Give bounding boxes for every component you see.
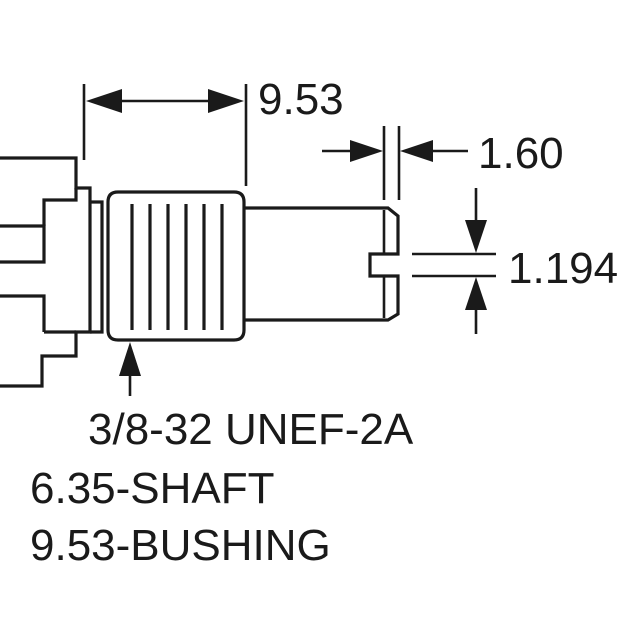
dimension-bushing-length: 9.53: [82, 75, 344, 186]
note-thread: 3/8-32 UNEF-2A: [88, 405, 414, 454]
label-slot-depth: 1.60: [478, 129, 564, 178]
housing: [0, 156, 104, 388]
dimension-slot-width: 1.194: [412, 188, 618, 334]
note-bushing: 9.53-BUSHING: [30, 521, 331, 570]
dimension-slot-depth: 1.60: [322, 126, 564, 200]
thread-leader: [119, 342, 141, 396]
slotted-shaft: [244, 206, 400, 322]
label-slot-width: 1.194: [508, 244, 618, 293]
note-shaft: 6.35-SHAFT: [30, 464, 275, 513]
label-bushing-length: 9.53: [258, 75, 344, 124]
threaded-bushing: [106, 190, 246, 342]
